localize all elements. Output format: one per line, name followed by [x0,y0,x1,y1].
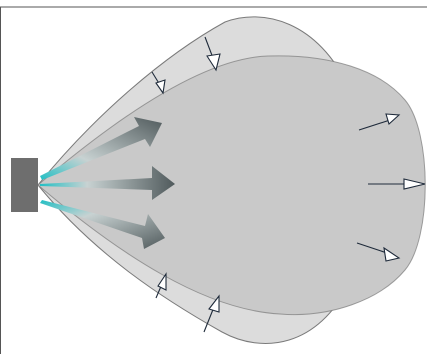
thin-arrow-icon [151,71,166,95]
thin-arrow-icon [204,36,221,72]
thick-arrow-up-right-icon [40,117,162,180]
thin-arrow-icon [155,272,167,299]
thin-arrow-icon [358,113,401,131]
thin-arrow-icon [203,294,220,333]
thin-arrow-icon [368,178,426,190]
thick-arrow-right-icon [40,166,175,200]
thin-arrow-icon [356,242,401,262]
source-block [11,158,38,212]
inner-expansion-lobe [37,55,426,316]
thick-arrow-down-right-icon [40,200,165,249]
